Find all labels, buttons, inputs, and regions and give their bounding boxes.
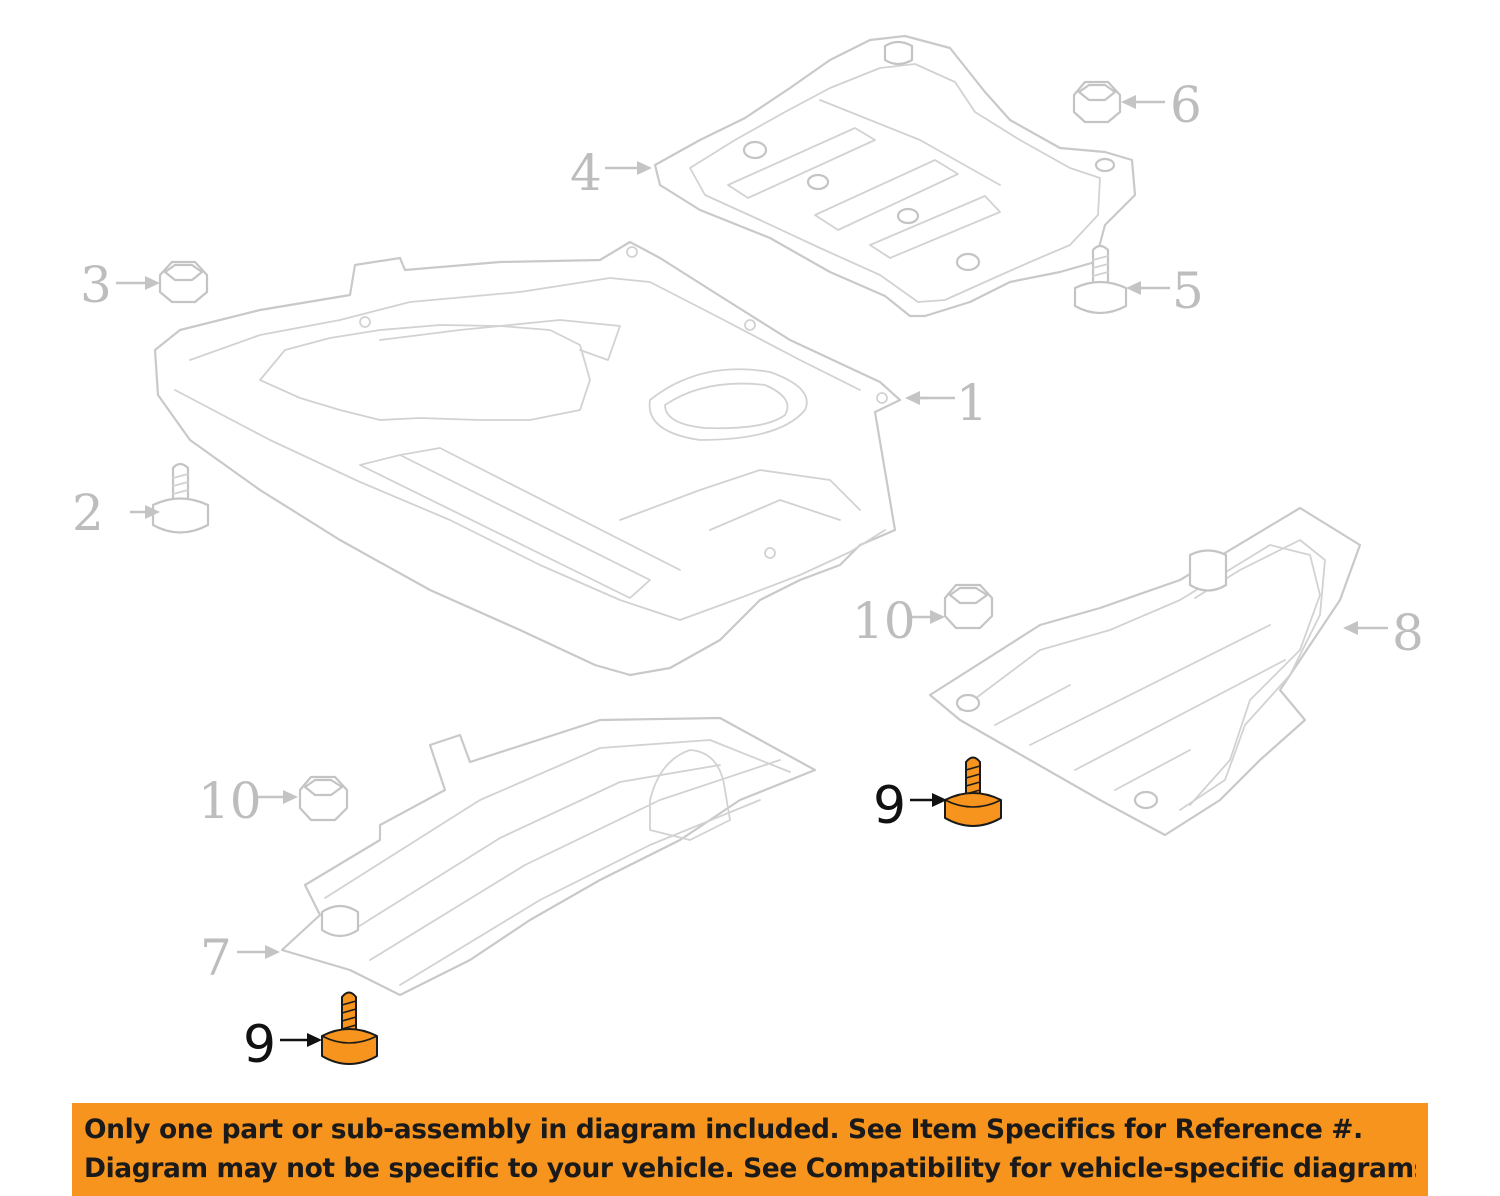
part-9-bolt-highlight-right <box>944 756 1002 827</box>
disclaimer-banner: Only one part or sub-assembly in diagram… <box>72 1103 1428 1196</box>
disclaimer-line-2: Diagram may not be specific to your vehi… <box>84 1153 1416 1184</box>
disclaimer-line-1: Only one part or sub-assembly in diagram… <box>84 1114 1363 1145</box>
callout-9-right: 9 <box>873 776 906 836</box>
callout-10-upper: 10 <box>852 592 916 650</box>
callout-5: 5 <box>1172 262 1204 320</box>
part-3-nut <box>158 260 209 304</box>
callout-2: 2 <box>72 484 104 542</box>
callout-9-left: 9 <box>243 1015 276 1075</box>
part-9-bolt-highlight-left <box>321 991 378 1065</box>
part-5-bolt <box>1073 244 1128 315</box>
part-1-lower-cover <box>153 240 902 677</box>
callout-1: 1 <box>956 374 988 432</box>
callout-3: 3 <box>80 256 112 314</box>
callout-4: 4 <box>570 144 602 202</box>
callout-10-lower: 10 <box>198 772 262 830</box>
part-7-side-shield <box>280 716 817 997</box>
part-2-bolt <box>151 462 210 534</box>
callout-6: 6 <box>1170 76 1202 134</box>
part-10-nut-lower <box>298 775 349 822</box>
part-4-shield <box>653 34 1137 318</box>
callout-arrows-highlight <box>280 793 947 1047</box>
part-8-side-shield <box>928 506 1362 837</box>
part-6-nut <box>1072 80 1122 124</box>
callout-arrows <box>116 95 1388 959</box>
part-10-nut-upper <box>943 583 994 630</box>
callout-7: 7 <box>200 929 232 987</box>
callout-8: 8 <box>1392 604 1424 662</box>
